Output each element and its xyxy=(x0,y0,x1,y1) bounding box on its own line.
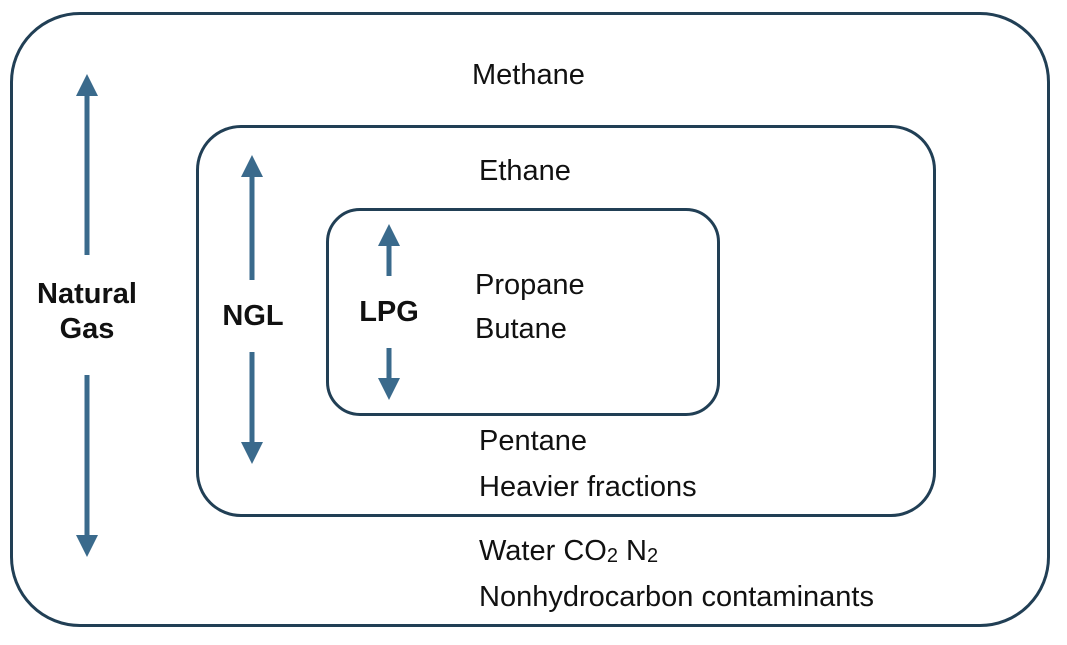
ethane-label: Ethane xyxy=(479,155,571,187)
lpg-label: LPG xyxy=(359,296,419,328)
propane-label: Propane xyxy=(475,269,585,301)
ngl-label: NGL xyxy=(222,300,284,332)
ngl-up-arrow xyxy=(241,155,263,280)
methane-label: Methane xyxy=(472,59,585,91)
natural-gas-label: Natural Gas xyxy=(25,277,149,347)
lpg-boundary xyxy=(326,208,720,416)
ngl-down-arrow xyxy=(241,352,263,464)
natural-gas-up-arrow xyxy=(76,74,98,255)
water-text: Water xyxy=(479,535,556,567)
pentane-label: Pentane xyxy=(479,425,588,457)
lpg-down-arrow xyxy=(378,348,400,400)
co2-text: CO2 xyxy=(563,535,618,567)
lpg-up-arrow xyxy=(378,224,400,276)
heavier-fractions-label: Heavier fractions xyxy=(479,471,697,503)
butane-label: Butane xyxy=(475,313,567,345)
n2-text: N2 xyxy=(626,535,659,567)
natural-gas-boundary xyxy=(10,12,1050,627)
ngl-boundary xyxy=(196,125,936,517)
natural-gas-label-line2: Gas xyxy=(59,312,115,345)
natural-gas-down-arrow xyxy=(76,375,98,557)
natural-gas-label-line1: Natural xyxy=(37,278,137,310)
nonhydrocarbon-label: Nonhydrocarbon contaminants xyxy=(479,581,874,613)
water-co2-n2-label: Water CO2 N2 xyxy=(479,534,658,569)
